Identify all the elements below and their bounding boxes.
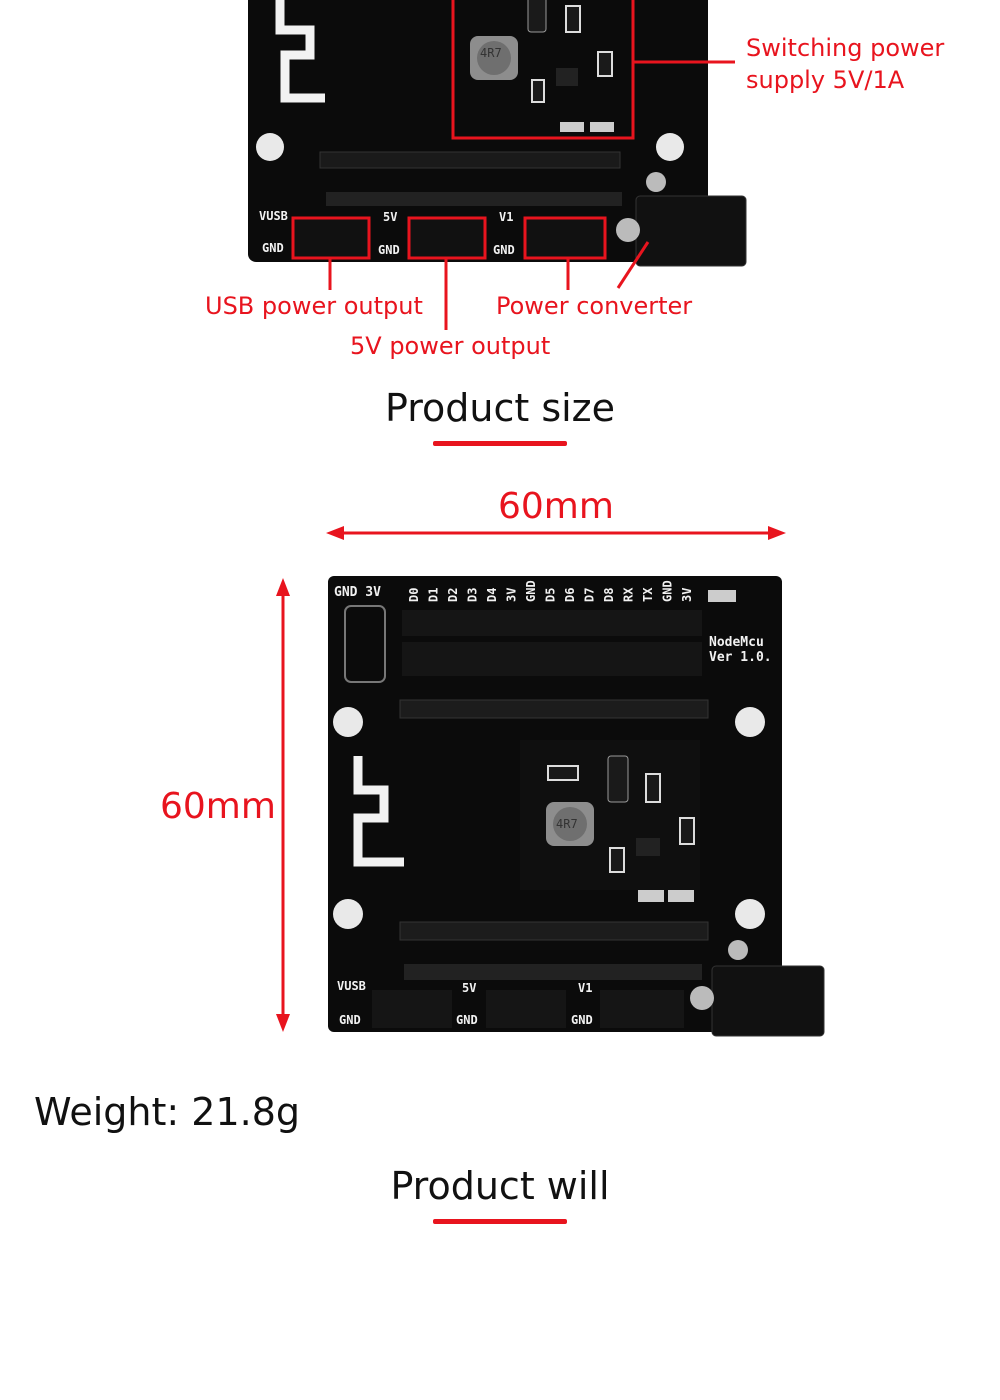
top-socket-row [319, 151, 621, 169]
top-silk-v1: V1 [499, 210, 513, 224]
silk-pin-label: D8 [602, 588, 616, 602]
switching-power-label: Switching power supply 5V/1A [746, 32, 944, 97]
silk-pin-label: TX [641, 587, 655, 602]
silk-vusb: VUSB [337, 979, 366, 993]
silk-5v: 5V [462, 981, 476, 995]
silk-pin-label: D5 [544, 588, 558, 602]
top-silk-gnd-1: GND [262, 241, 284, 255]
board-size-image [328, 576, 825, 1037]
silk-gnd-2: GND [456, 1013, 478, 1027]
silk-v1: V1 [578, 981, 592, 995]
silk-pin-labels: D0 D1 D2 D3 D4 3V GND D5 D6 D7 D8 RX TX GND 3V [407, 580, 694, 602]
switching-power-line2: supply 5V/1A [746, 66, 905, 95]
product-will-underline [433, 1219, 567, 1224]
silk-gnd-3: GND [571, 1013, 593, 1027]
five-v-power-output-label: 5V power output [350, 332, 551, 360]
top-silk-5v: 5V [383, 210, 397, 224]
silk-gnd-1: GND [339, 1013, 361, 1027]
silk-pin-label: D7 [583, 588, 597, 602]
silk-brand-line1: NodeMcu [709, 635, 764, 650]
product-will-heading: Product will [390, 1164, 610, 1208]
top-silk-gnd-2: GND [378, 243, 400, 257]
silk-pin-label: D2 [446, 588, 460, 602]
silk-pin-label: 3V [680, 588, 694, 602]
usb-power-output-label: USB power output [205, 292, 423, 320]
silk-pin-label: D0 [407, 588, 421, 602]
top-board-image [248, 0, 747, 330]
inductor-marking: 4R7 [556, 817, 578, 831]
top-silk-vusb: VUSB [259, 209, 288, 223]
silk-pin-label: GND [661, 580, 675, 602]
height-dimension-label: 60mm [160, 786, 276, 827]
switching-power-line1: Switching power [746, 34, 945, 62]
silk-brand-line2: Ver 1.0. [709, 650, 772, 665]
silk-pin-label: 3V [505, 588, 519, 602]
silk-pin-label: GND [524, 580, 538, 602]
product-size-underline [433, 441, 567, 446]
silk-pin-label: D1 [427, 588, 441, 602]
inductor-marking-top: 4R7 [480, 46, 502, 60]
power-converter-label: Power converter [496, 292, 693, 320]
silk-top-left: GND 3V [334, 585, 381, 600]
top-silk-gnd-3: GND [493, 243, 515, 257]
weight-label: Weight: 21.8g [34, 1090, 300, 1134]
silk-pin-label: RX [622, 587, 636, 602]
width-arrow [326, 526, 786, 540]
silk-pin-label: D4 [485, 588, 499, 602]
product-size-heading: Product size [384, 386, 616, 430]
width-dimension-label: 60mm [498, 486, 614, 527]
silk-pin-label: D3 [466, 588, 480, 602]
height-arrow [276, 578, 290, 1032]
silk-pin-label: D6 [563, 588, 577, 602]
